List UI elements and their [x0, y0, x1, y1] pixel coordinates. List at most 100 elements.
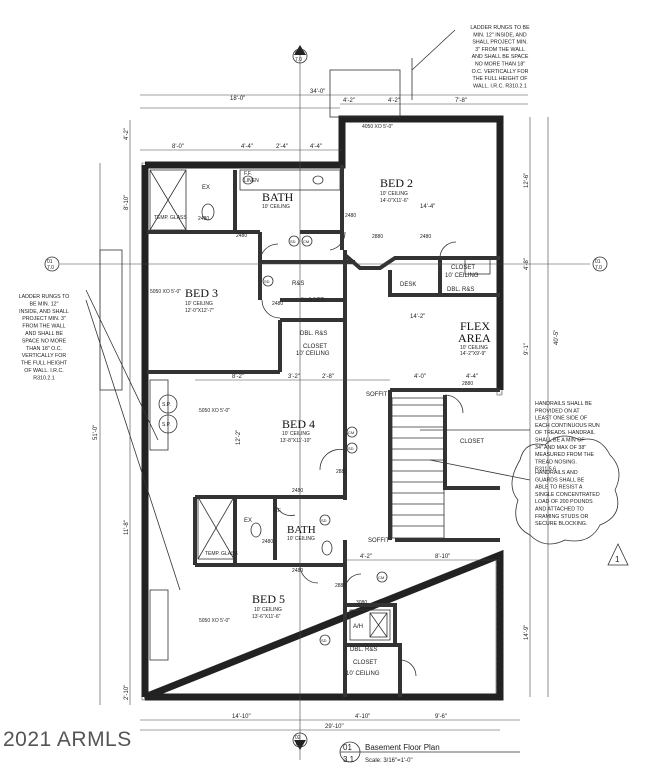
dim-mid-h: 8'-10" — [435, 554, 450, 560]
dbl-rs-3: DBL. R&S — [350, 647, 377, 653]
title-block — [339, 741, 520, 763]
room-flex-size: 14'-2"X9'-9" — [460, 351, 486, 357]
note-line: OF WALL. I.R.C. — [24, 368, 64, 374]
door-tag: 2480 — [420, 234, 431, 240]
note-line: INSIDE, AND SHALL — [19, 309, 69, 315]
note-line: WALL. I.R.C. R310.2.1 — [473, 83, 527, 89]
note-line: 3" FROM THE WALL — [475, 47, 525, 53]
note-line: FROM THE WALL — [22, 324, 65, 330]
door-tag: 2880 — [335, 583, 346, 589]
note-line: EACH CONTINUOUS RUN — [535, 423, 600, 429]
note-line: AND SHALL BE SPACE — [472, 54, 529, 60]
title-block-scale: Scale: 3/16"=1'-0" — [365, 758, 413, 764]
section-right-num: 01 — [595, 259, 601, 265]
room-bath2-name: BATH — [287, 524, 316, 536]
sd-3: SD — [348, 446, 354, 451]
note-line: SPACE NO MORE — [22, 338, 67, 344]
closet-label-3: CLOSET — [303, 344, 327, 350]
sd-5: SD — [321, 638, 327, 643]
room-bed3-name: BED 3 — [185, 286, 218, 300]
note-line: AND ATTACHED TO — [535, 507, 584, 513]
sd-1: SD — [290, 239, 296, 244]
section-bottom-num: 02 — [295, 735, 301, 741]
dim-row2-d: 4'-4" — [310, 144, 322, 150]
note-line: THE FULL HEIGHT — [21, 361, 68, 367]
title-block-sheet: 3.1 — [343, 755, 355, 764]
dim-top-c: 7'-8" — [455, 98, 467, 104]
section-left-num: 01 — [47, 259, 53, 265]
dim-top-left: 18'-0" — [230, 96, 245, 102]
window-bed4: 5050 XO 5'-0" — [199, 408, 230, 414]
room-bed4-ceiling: 10' CEILING — [282, 431, 310, 437]
dim-right-c: 9'-1" — [524, 343, 530, 355]
room-bed3-size: 12'-0"X12'-7" — [185, 308, 214, 314]
note-line: AND SHALL BE — [25, 331, 63, 337]
dbl-rs-1: DBL. R&S — [447, 287, 474, 293]
note-line: TREAD NOSING. — [535, 459, 577, 465]
note-line: SHALL PROJECT MIN. — [472, 40, 527, 46]
dim-mid-e: 4'-4" — [466, 374, 478, 380]
note-line: ABLE TO RESIST A — [535, 485, 583, 491]
room-bed5-size: 13'-6"X11'-6" — [252, 614, 281, 620]
watermark: 2021 ARMLS — [3, 728, 132, 751]
ah-label: A/H — [353, 624, 363, 630]
section-bottom-sheet: 7.0 — [295, 741, 302, 747]
door-tag: 2880 — [372, 234, 383, 240]
note-line: FRAMING STUDS OR — [535, 514, 588, 520]
dim-mid-d: 4'-0" — [414, 374, 426, 380]
window-bed3: 5050 XO 5'-0" — [150, 289, 181, 295]
dbl-rs-2: DBL. R&S — [300, 331, 327, 337]
closet-label-5: CLOSET — [353, 660, 377, 666]
closet-label-1: CLOSET — [451, 265, 475, 271]
dim-row2-b: 4'-4" — [241, 144, 253, 150]
sd-2: SD — [264, 279, 270, 284]
cm-3: CM — [378, 575, 384, 580]
door-tag: 2480 — [272, 301, 283, 307]
note-line: NO MORE THAN 18" — [475, 62, 525, 68]
note-line: GUARDS SHALL BE — [535, 477, 585, 483]
ff-linen-label: F.F. — [244, 171, 252, 177]
section-top-sheet: 7.0 — [295, 57, 302, 63]
window-bed5: 5050 XO 5'-0" — [199, 618, 230, 624]
section-markers — [44, 45, 608, 750]
dim-mid-c: 2'-8" — [322, 374, 334, 380]
note-line: MEASURED FROM THE — [535, 452, 595, 458]
fixtures — [99, 169, 491, 661]
note-line: SINGLE CONCENTRATED — [535, 492, 600, 498]
cm-1: CM — [303, 239, 309, 244]
room-bed4-size: 13'-8"X11'-10" — [280, 438, 311, 444]
note-line: PROJECT MIN. 3" — [22, 316, 66, 322]
ex-label-2: EX — [244, 518, 252, 524]
title-block-num: 01 — [343, 743, 352, 752]
note-leaders — [85, 29, 629, 591]
note-line: SECURE BLOCKING. — [535, 521, 587, 527]
desk-label: DESK — [400, 282, 416, 288]
room-bed3-ceiling: 10' CEILING — [185, 301, 213, 307]
note-line: OF TREADS. HANDRAIL — [535, 430, 595, 436]
door-tag: 2480 — [236, 233, 247, 239]
door-swings — [259, 231, 464, 677]
note-line: VERTICALLY FOR — [22, 353, 67, 359]
section-top-num: 02 — [295, 51, 301, 57]
note-line: THE FULL HEIGHT OF — [472, 76, 528, 82]
door-tag: 2480 — [262, 539, 273, 545]
dim-left-a: 4'-2" — [124, 128, 130, 140]
room-flex-name2: AREA — [458, 331, 491, 345]
window-wells — [329, 58, 413, 118]
room-flex-name1: FLEX — [460, 319, 490, 333]
interior-walls — [147, 165, 500, 697]
dim-row2-a: 8'-0" — [172, 144, 184, 150]
stairs — [391, 397, 445, 539]
note-line: PROVIDED ON AT — [535, 408, 580, 414]
room-bath1-name: BATH — [262, 190, 294, 204]
note-line: LADDER RUNGS TO BE — [470, 25, 530, 31]
room-flex-ceiling: 10' CEILING — [460, 345, 488, 351]
dim-mid-f: 14'-2" — [410, 314, 425, 320]
dim-mid-j: 12'-2" — [236, 430, 242, 445]
note-line: O.C. VERTICALLY FOR — [472, 69, 529, 75]
room-bed2-size: 14'-0"X11'-6" — [380, 198, 409, 204]
